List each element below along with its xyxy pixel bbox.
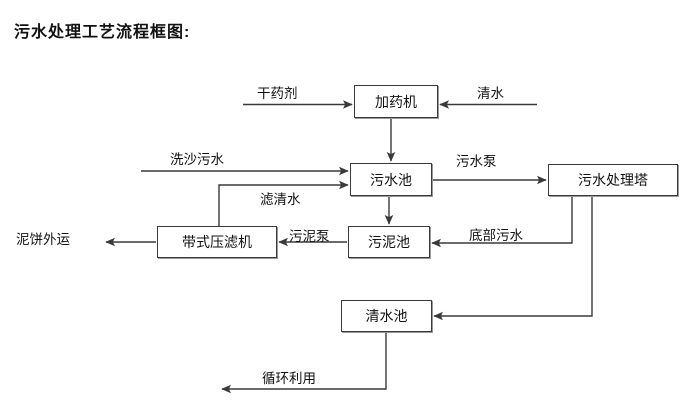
node-label: 加药机 [375,93,417,110]
page-title: 污水处理工艺流程框图: [14,24,191,41]
node-label: 污水处理塔 [578,172,648,188]
node-clear-water-pool[interactable]: 清水池 [341,300,432,332]
edge-belt-press-to-sewage-pool [218,180,349,226]
edge-tower-to-sludge-pool [431,196,573,248]
node-label: 清水池 [365,308,408,324]
node-sludge-pool[interactable]: 污泥池 [348,226,430,258]
label-wash-sand-sewage: 洗沙污水 [170,152,224,167]
label-mud-cake-output: 泥饼外运 [16,232,70,247]
label-dry-agent: 干药剂 [257,86,298,101]
label-sewage-pump: 污水泵 [456,154,497,169]
node-label: 污水池 [370,171,412,188]
label-recycle-use: 循环利用 [262,371,316,386]
label-sludge-pump: 污泥泵 [289,229,330,244]
label-filtrate-water: 滤清水 [260,192,301,207]
node-sewage-treatment-tower[interactable]: 污水处理塔 [548,164,678,196]
node-label: 污泥池 [368,234,410,250]
node-label: 带式压滤机 [182,234,252,250]
label-clean-water: 清水 [477,86,504,101]
node-dosing-machine[interactable]: 加药机 [354,85,438,118]
label-bottom-sewage: 底部污水 [469,228,523,243]
edge-tower-to-clear-pool [433,196,593,321]
node-belt-filter-press[interactable]: 带式压滤机 [157,226,277,258]
node-sewage-pool[interactable]: 污水池 [350,163,432,196]
edge-clear-pool-to-recycle [221,332,387,394]
